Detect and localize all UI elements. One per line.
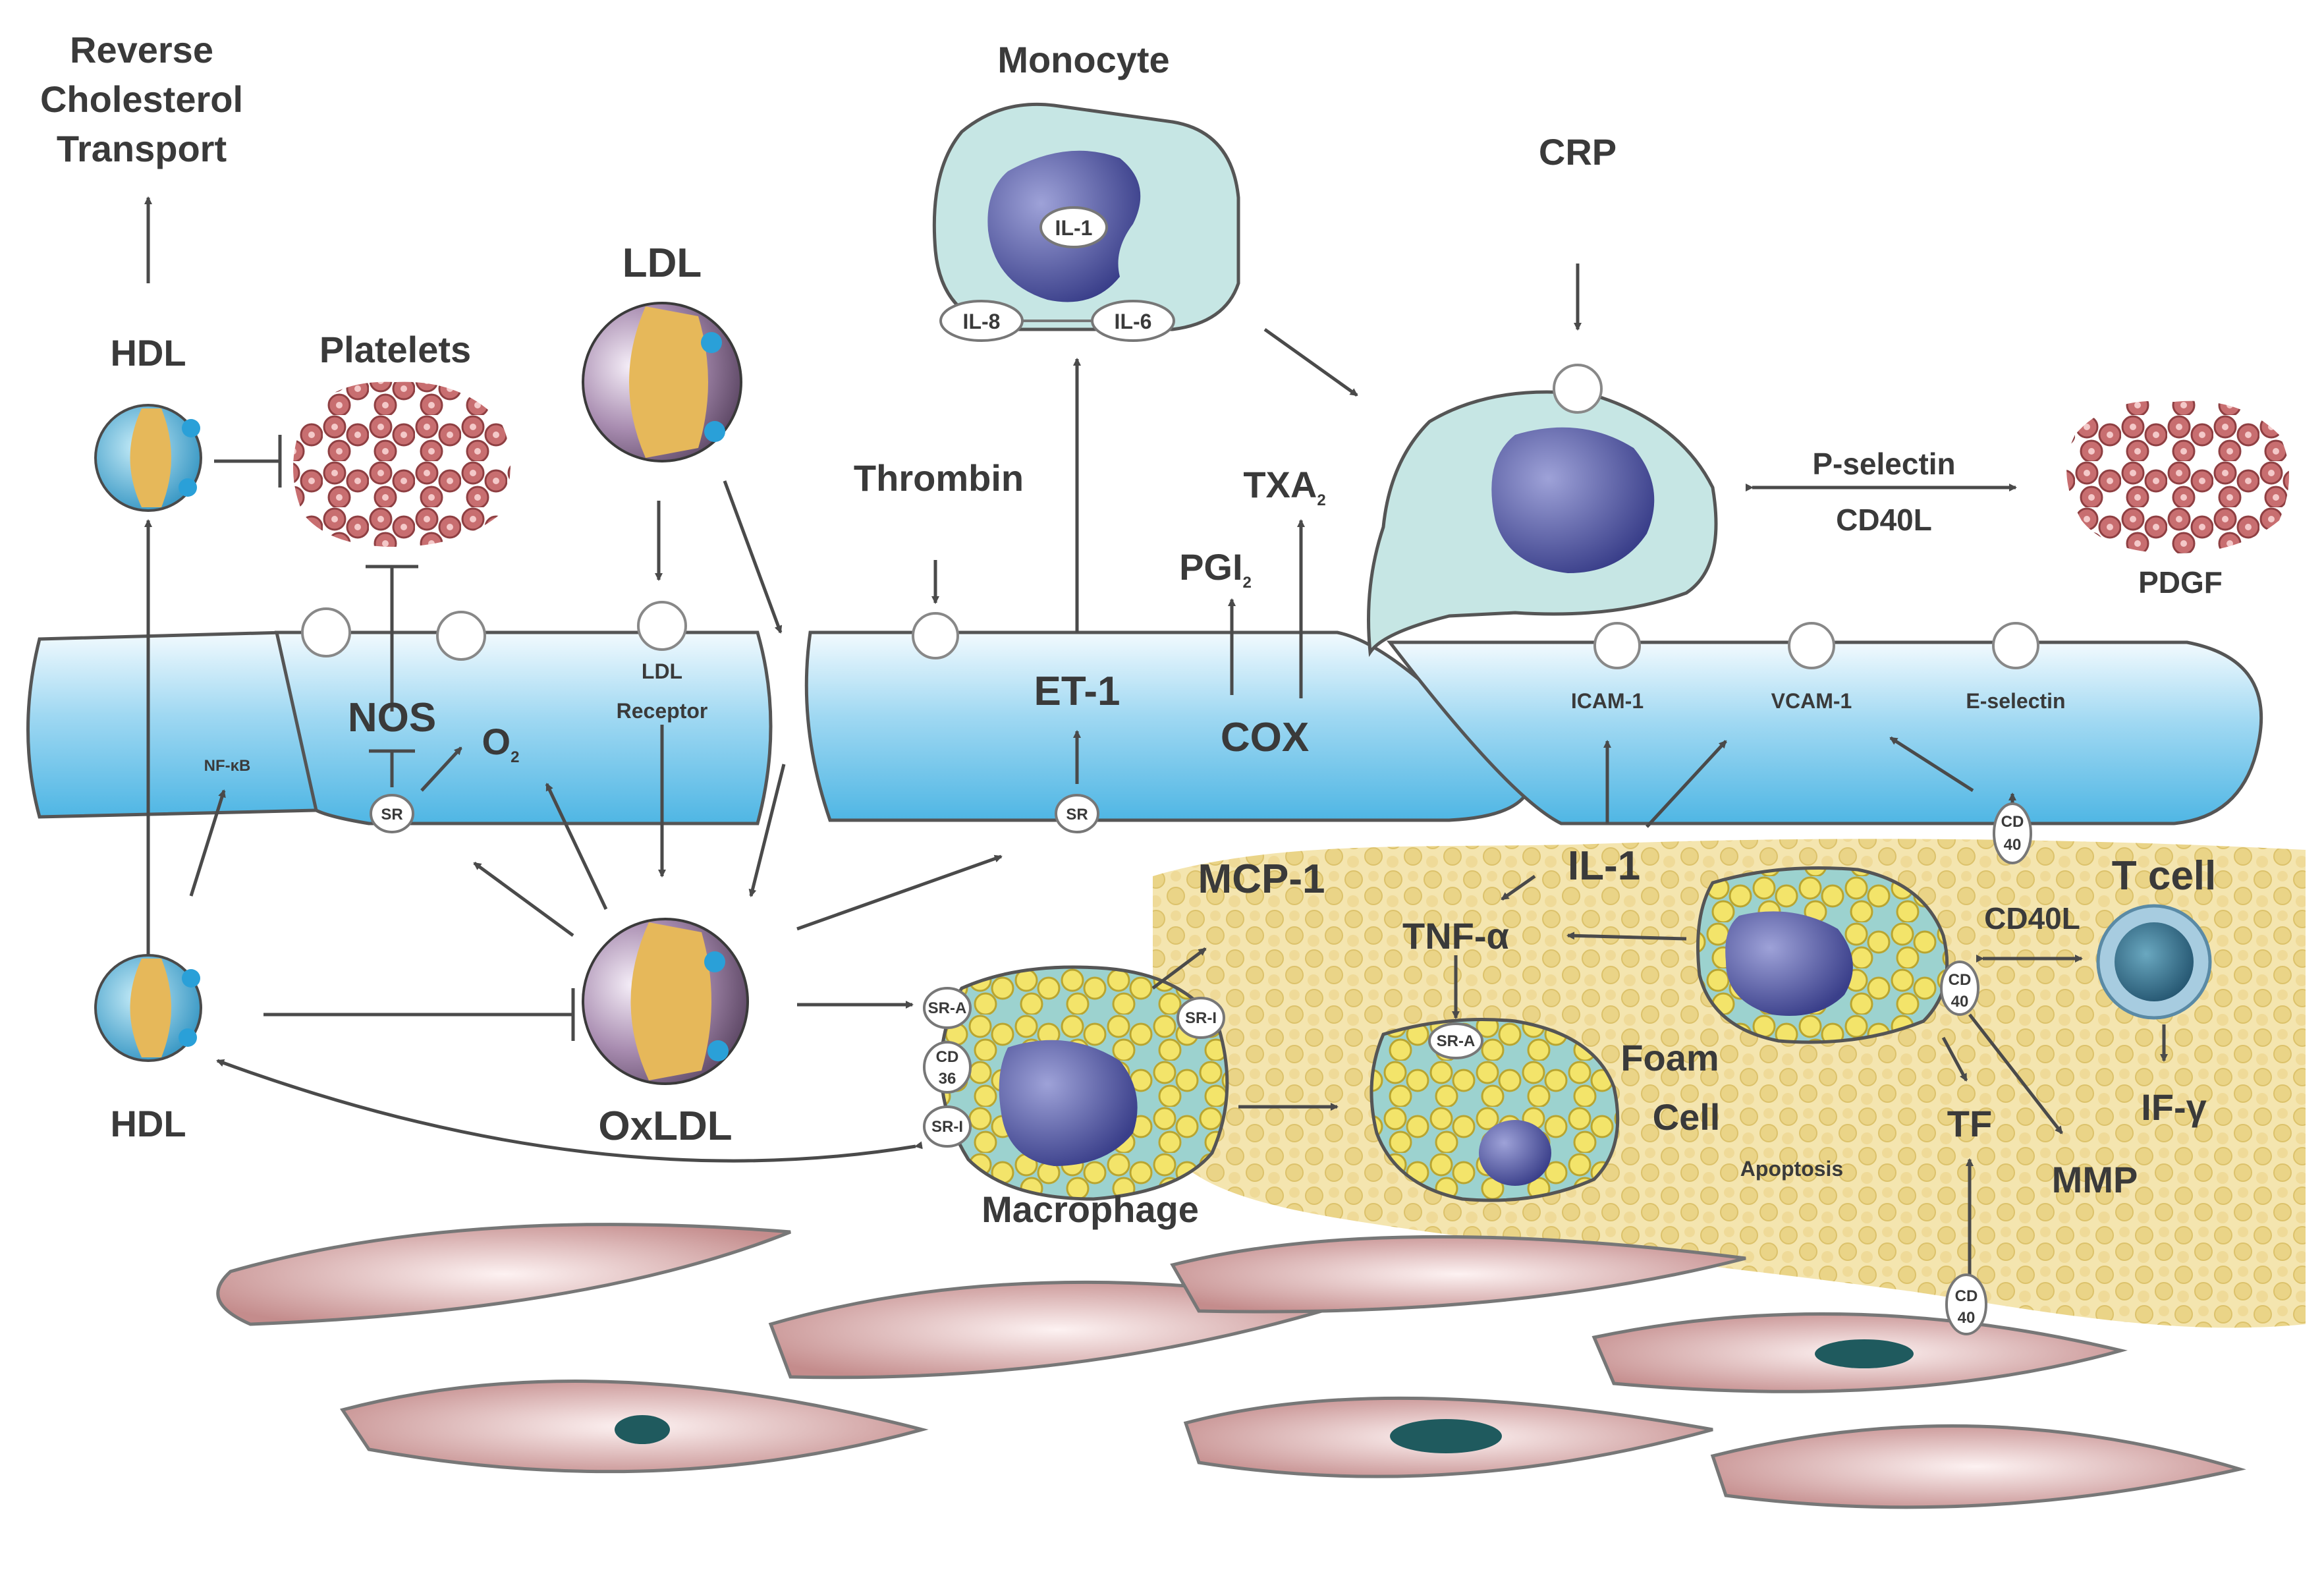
label-ldl: LDL	[622, 240, 702, 286]
label-txa: TXA2	[1243, 464, 1325, 509]
label-cd40l-mid: CD40L	[1984, 901, 2080, 935]
membrane-receptors	[301, 601, 2039, 669]
label-mmp: MMP	[2052, 1159, 2138, 1200]
label-mcp1: MCP-1	[1198, 856, 1325, 902]
label-cd40-lower-2: 40	[1958, 1309, 1976, 1327]
oxldl-particle	[582, 918, 749, 1085]
label-cd40-upper-2: 40	[2004, 836, 2022, 854]
label-oxldl: OxLDL	[598, 1103, 732, 1149]
label-sr-a: SR-A	[928, 999, 967, 1017]
label-il1-monocyte: IL-1	[1055, 216, 1093, 240]
label-cox: COX	[1221, 715, 1309, 760]
label-reverse-cholesterol-2: Cholesterol	[40, 78, 243, 120]
activated-macrophage-cell	[1696, 866, 1949, 1044]
hdl-particle-bottom	[94, 954, 202, 1062]
label-il1-lower: IL-1	[1568, 843, 1640, 889]
label-tf: TF	[1947, 1103, 1992, 1144]
receptor-ovals	[370, 206, 2032, 1335]
label-vcam1: VCAM-1	[1771, 689, 1852, 713]
label-cd36-2: 36	[939, 1070, 956, 1088]
smooth-muscle-cells	[216, 1223, 2246, 1509]
label-ldl-receptor-2: Receptor	[617, 699, 708, 723]
endothelial-cell-3	[804, 630, 1530, 822]
label-ldl-receptor-1: LDL	[642, 659, 682, 683]
label-cd40l-top: CD40L	[1836, 503, 1932, 537]
label-nfkb: NF-κB	[204, 757, 251, 775]
platelets-cluster-left	[293, 381, 511, 547]
label-macrophage: Macrophage	[982, 1188, 1199, 1230]
pathway-arrows	[144, 196, 2168, 1278]
hdl-particle-top	[94, 404, 202, 512]
macrophage-cell	[939, 965, 1229, 1201]
foam-cell	[1370, 1018, 1620, 1202]
label-icam1: ICAM-1	[1571, 689, 1644, 713]
label-thrombin: Thrombin	[854, 457, 1024, 499]
label-hdl-top: HDL	[110, 332, 186, 374]
label-foam-2: Cell	[1653, 1096, 1721, 1138]
label-reverse-cholesterol-1: Reverse	[70, 29, 213, 70]
label-et1: ET-1	[1034, 669, 1120, 714]
label-reverse-cholesterol-3: Transport	[57, 128, 227, 169]
label-t-cell: T cell	[2112, 853, 2217, 899]
label-if-gamma: IF-γ	[2141, 1086, 2207, 1128]
label-il8: IL-8	[963, 310, 1001, 333]
labels: Reverse Cholesterol Transport HDL HDL Pl…	[40, 29, 2223, 1327]
endothelial-cell-2	[274, 630, 773, 825]
label-cd40-mid-2: 40	[1951, 993, 1969, 1011]
label-sr-2: SR	[1066, 806, 1088, 823]
label-o2: O2	[482, 721, 520, 766]
ldl-particle	[582, 302, 742, 462]
label-sr-i-left: SR-I	[931, 1118, 963, 1136]
label-pdgf: PDGF	[2138, 565, 2223, 600]
label-apoptosis: Apoptosis	[1740, 1157, 1843, 1181]
label-sr-1: SR	[381, 806, 402, 823]
label-hdl-bottom: HDL	[110, 1103, 186, 1144]
label-tnf: TNF-α	[1402, 915, 1509, 957]
t-cell	[2096, 904, 2212, 1020]
label-cd40-upper-1: CD	[2001, 813, 2024, 831]
label-nos: NOS	[348, 695, 436, 740]
adherent-monocyte-cell	[1367, 364, 1718, 657]
label-cd36-1: CD	[936, 1048, 959, 1066]
label-p-selectin: P-selectin	[1812, 447, 1955, 481]
label-foam-1: Foam	[1620, 1037, 1719, 1078]
label-cd40-mid-1: CD	[1949, 971, 1972, 989]
label-sr-a-foam: SR-A	[1437, 1032, 1476, 1050]
label-il6: IL-6	[1115, 310, 1152, 333]
label-e-selectin: E-selectin	[1966, 689, 2065, 713]
platelets-cluster-right	[2066, 401, 2289, 553]
label-monocyte: Monocyte	[997, 39, 1169, 80]
label-sr-i-right: SR-I	[1185, 1009, 1217, 1027]
label-pgi: PGI2	[1179, 546, 1252, 592]
label-crp: CRP	[1539, 131, 1617, 173]
label-platelets: Platelets	[319, 329, 471, 370]
label-cd40-lower-1: CD	[1955, 1287, 1978, 1305]
endothelial-cell-1	[26, 630, 318, 819]
